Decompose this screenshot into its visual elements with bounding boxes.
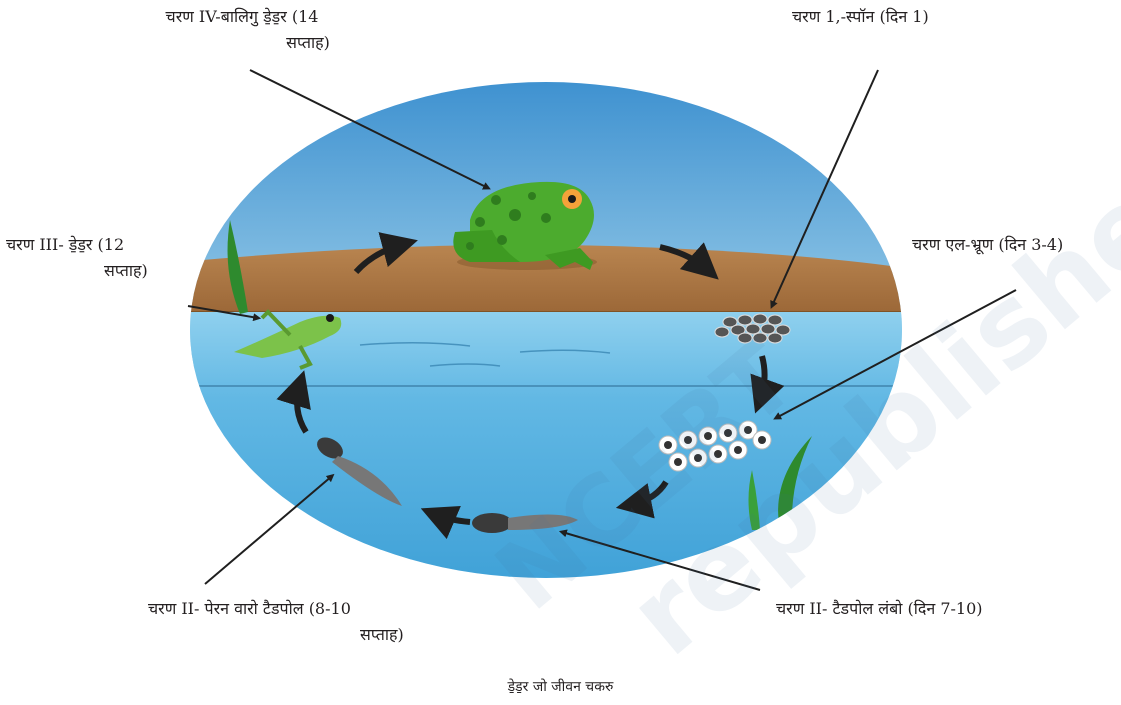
figure-caption: डे̱ड̱र जो जीवन चकरु xyxy=(0,677,1121,696)
label-stage4-adult-frog: चरण IV-बालिगु डे̱ड̱र (14 सप्ताह) xyxy=(112,4,372,56)
label-stage3-froglet: चरण III- डे̱ड̱र (12 सप्ताह) xyxy=(6,232,186,284)
label-stage2-tadpole-long: चरण II- टैडपोल लंबो (दिन 7-10) xyxy=(776,596,983,622)
label-stage2-tadpole-legs: चरण II- पेरन वारो टैडपोल (8-10 सप्ताह) xyxy=(148,596,438,648)
label-embryo: चरण एल-भ्रूण (दिन 3-4) xyxy=(912,232,1063,258)
pond-water xyxy=(180,312,920,602)
label-stage1-spawn: चरण 1,-स्पॉन (दिन 1) xyxy=(792,4,929,30)
